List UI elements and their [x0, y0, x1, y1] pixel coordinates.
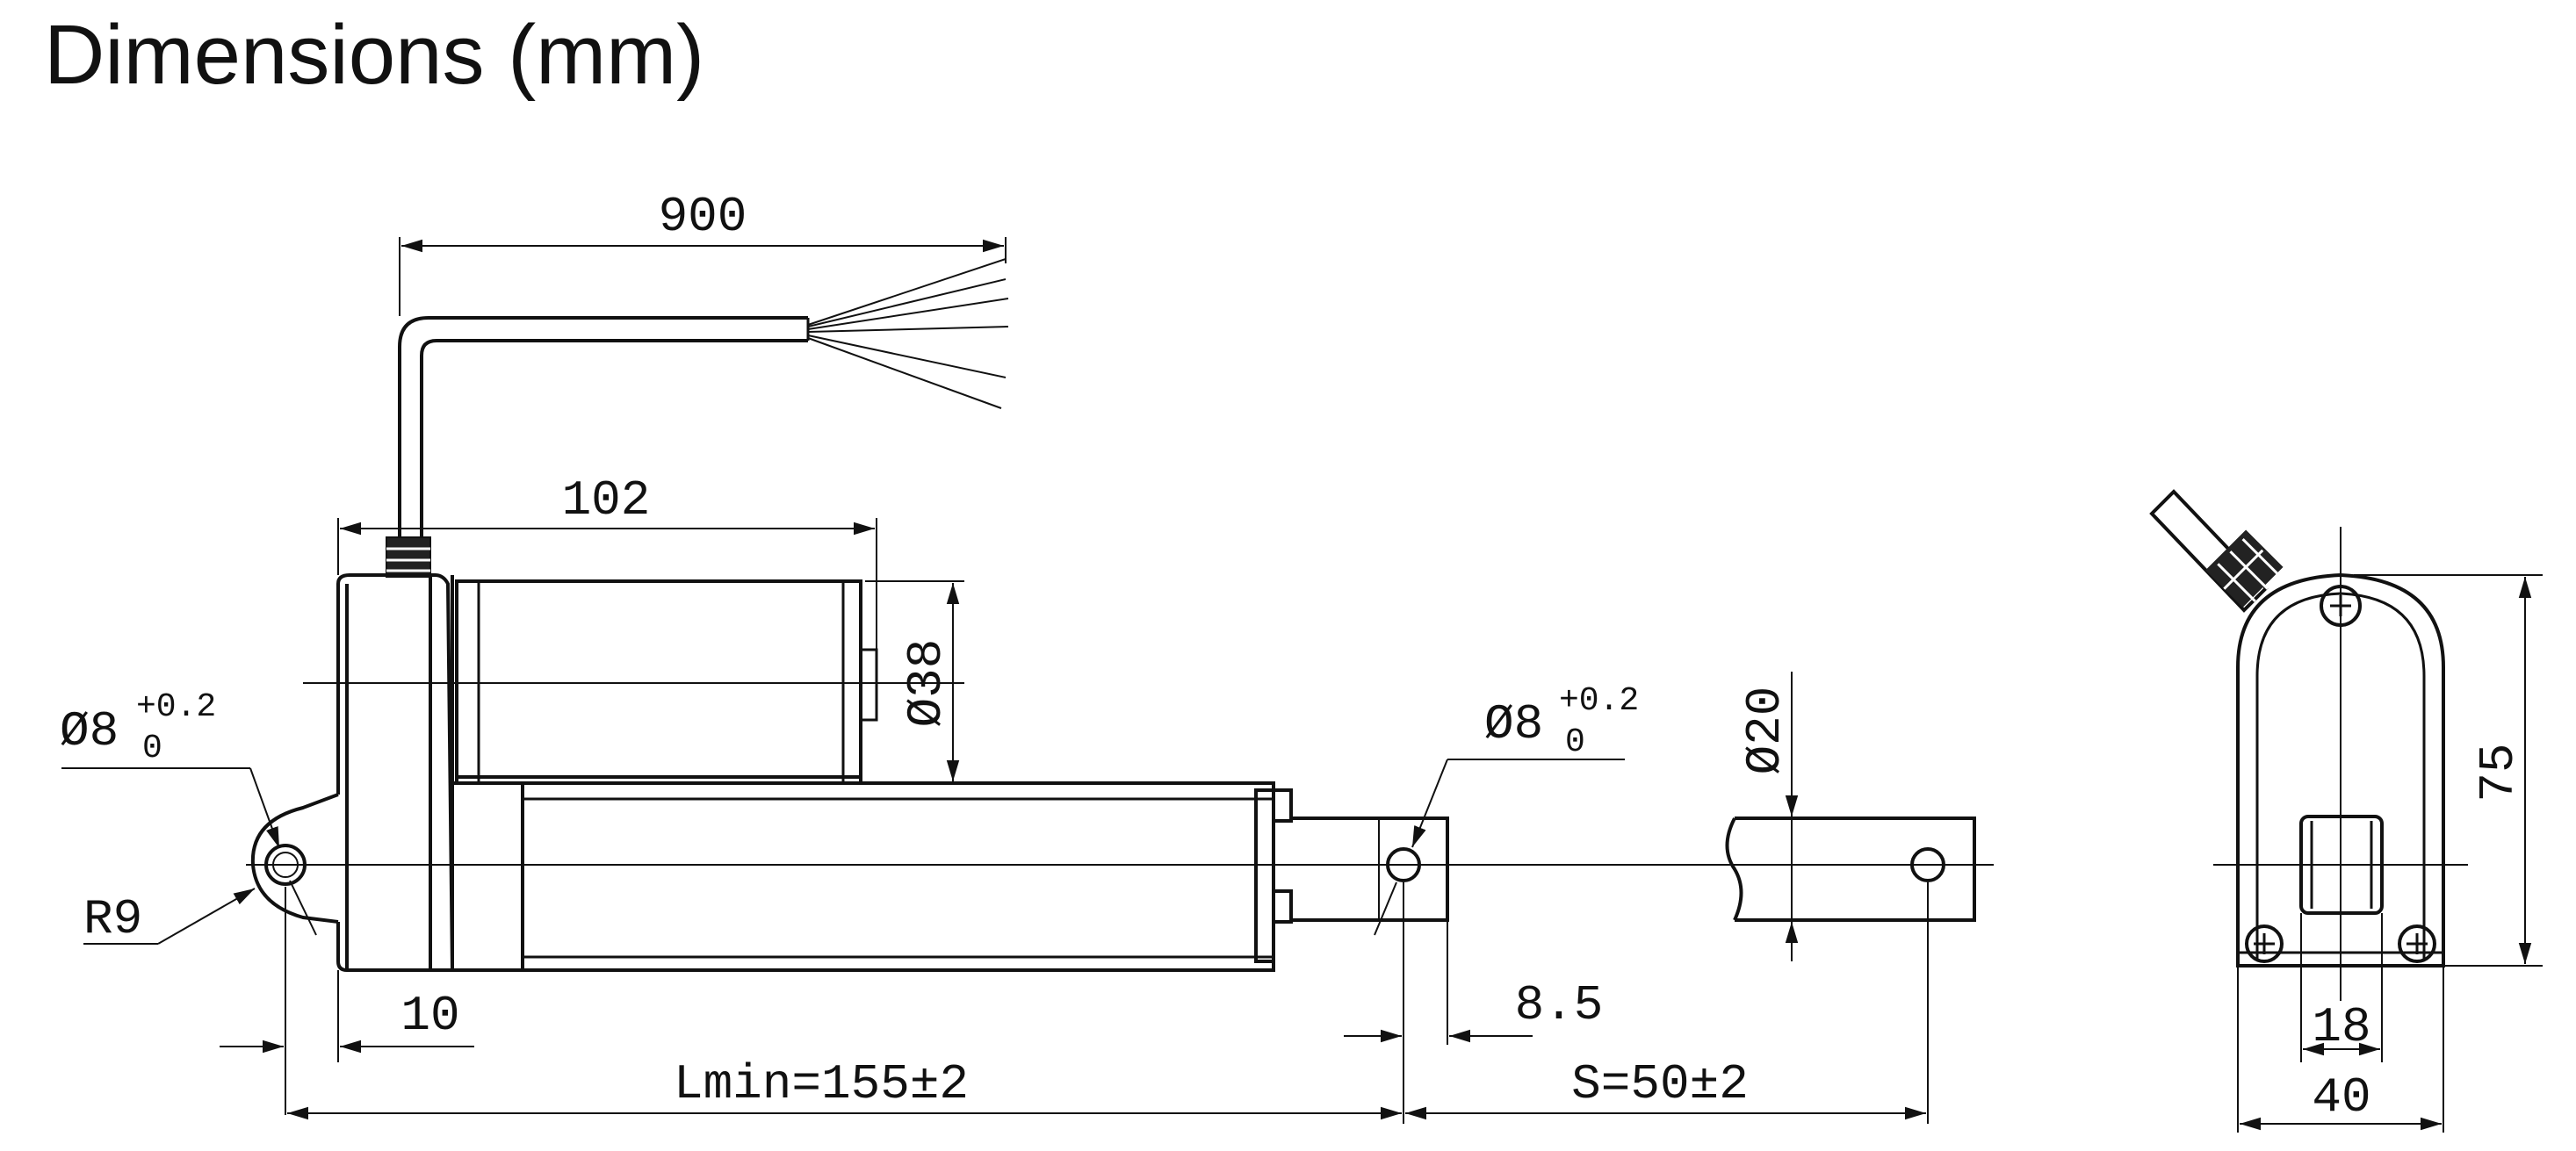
rear-clevis: [250, 793, 339, 924]
inner-rod: [1291, 816, 1449, 922]
screw-top: [2320, 585, 2362, 627]
cable: [398, 316, 808, 540]
cable-wires: [807, 258, 1009, 409]
dim-end-height: 75: [2471, 743, 2527, 802]
dim-rod-diameter: Ø20: [1737, 687, 1793, 775]
dim-stroke: S=50±2: [1571, 1056, 1749, 1112]
side-view: 900 102 Ø38 Ø8 +0.2 0 Ø8 +0.2 0 Ø20 R9 1…: [60, 189, 1994, 1124]
dim-front-tol-zero: 0: [1565, 723, 1585, 761]
screw-right: [2398, 924, 2436, 963]
screw-left: [2245, 924, 2284, 963]
dim-cable-length: 900: [659, 189, 747, 245]
dim-motor-diameter: Ø38: [898, 639, 955, 728]
dim-lmin: Lmin=155±2: [674, 1056, 969, 1112]
dim-end-width: 40: [2312, 1069, 2370, 1126]
page-title: Dimensions (mm): [44, 8, 705, 102]
outer-tube: [451, 781, 1293, 972]
dim-end-inner-width: 18: [2312, 999, 2370, 1055]
dim-front-hole: Ø8: [1484, 696, 1543, 752]
dim-rear-tol-plus: +0.2: [136, 688, 216, 726]
cable-gland: [386, 536, 431, 578]
dim-rear-offset: 10: [400, 988, 459, 1044]
end-view: 75 18 40: [2149, 489, 2543, 1133]
end-cable-gland: [2205, 529, 2284, 608]
dim-motor-length: 102: [562, 472, 651, 529]
extended-rod: [1725, 816, 1976, 922]
dim-rear-tol-zero: 0: [142, 730, 162, 767]
dim-rear-hole: Ø8: [60, 703, 119, 759]
gearbox-housing: [336, 573, 455, 972]
dim-rod-end-offset: 8.5: [1515, 977, 1604, 1033]
dim-front-tol-plus: +0.2: [1559, 682, 1639, 720]
dim-radius: R9: [83, 891, 142, 947]
